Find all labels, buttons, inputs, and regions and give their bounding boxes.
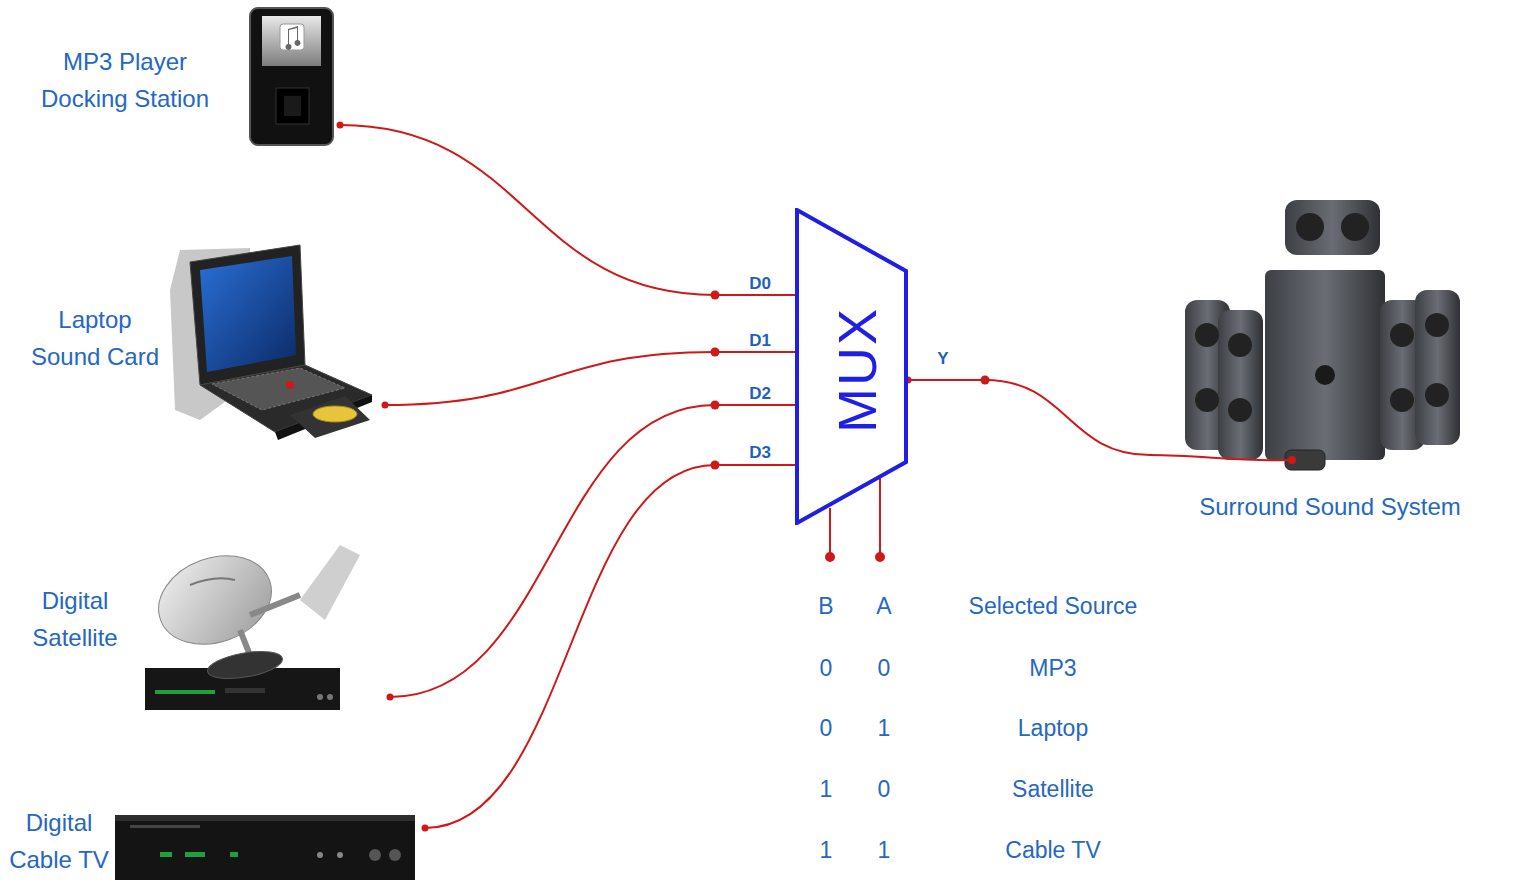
table-cell: 1 [820,778,833,801]
source-device: Digital Satellite [10,540,390,715]
table-cell: 0 [878,657,891,680]
audio-wire [340,125,795,295]
device-label: Digital Satellite [20,582,130,656]
table-cell: 1 [878,839,891,862]
junction-dot [981,376,990,385]
table-cell: Selected Source [969,595,1138,618]
laptop-illustration [170,245,372,440]
device-label: MP3 Player Docking Station [25,43,225,117]
table-cell: 1 [878,717,891,740]
table-cell: A [876,595,891,618]
signal-name: D0 [749,275,771,292]
mp3-player-illustration [250,8,333,145]
audio-wire [385,352,795,405]
audio-wire [390,405,795,697]
junction-dot [711,401,720,410]
speaker-system-illustration [1150,200,1460,470]
table-cell: 0 [820,717,833,740]
signal-name: D1 [749,332,771,349]
source-device: MP3 Player Docking Station [10,5,340,150]
output-device: Surround Sound System [1150,190,1510,530]
jack-dot [387,694,394,701]
table-cell: 1 [820,839,833,862]
signal-name: Y [937,350,948,367]
junction-dot [711,461,720,470]
source-device: Digital Cable TV [4,790,425,880]
mux-label: MUX [830,307,884,433]
signal-name: D3 [749,444,771,461]
audio-wire [908,380,1150,455]
jack-dot [382,402,389,409]
device-label: Laptop Sound Card [25,301,165,375]
audio-wire [425,465,795,828]
table-cell: 0 [878,778,891,801]
junction-dot [711,348,720,357]
cable-box-illustration [115,815,415,880]
table-cell: B [818,595,833,618]
table-cell: Cable TV [1005,839,1100,862]
mux-trapezoid [797,210,906,523]
junction-dot [711,291,720,300]
source-device: Laptop Sound Card [0,235,385,445]
multiplexer: MUX [795,208,908,525]
jack-dot [422,825,429,832]
signal-name: D2 [749,385,771,402]
table-cell: 0 [820,657,833,680]
device-label: Digital Cable TV [4,804,114,878]
jack-dot [337,122,344,129]
satellite-illustration [145,541,360,710]
table-cell: Laptop [1018,717,1088,740]
table-cell: Satellite [1012,778,1094,801]
table-cell: MP3 [1029,657,1076,680]
device-label: Surround Sound System [1150,488,1510,525]
